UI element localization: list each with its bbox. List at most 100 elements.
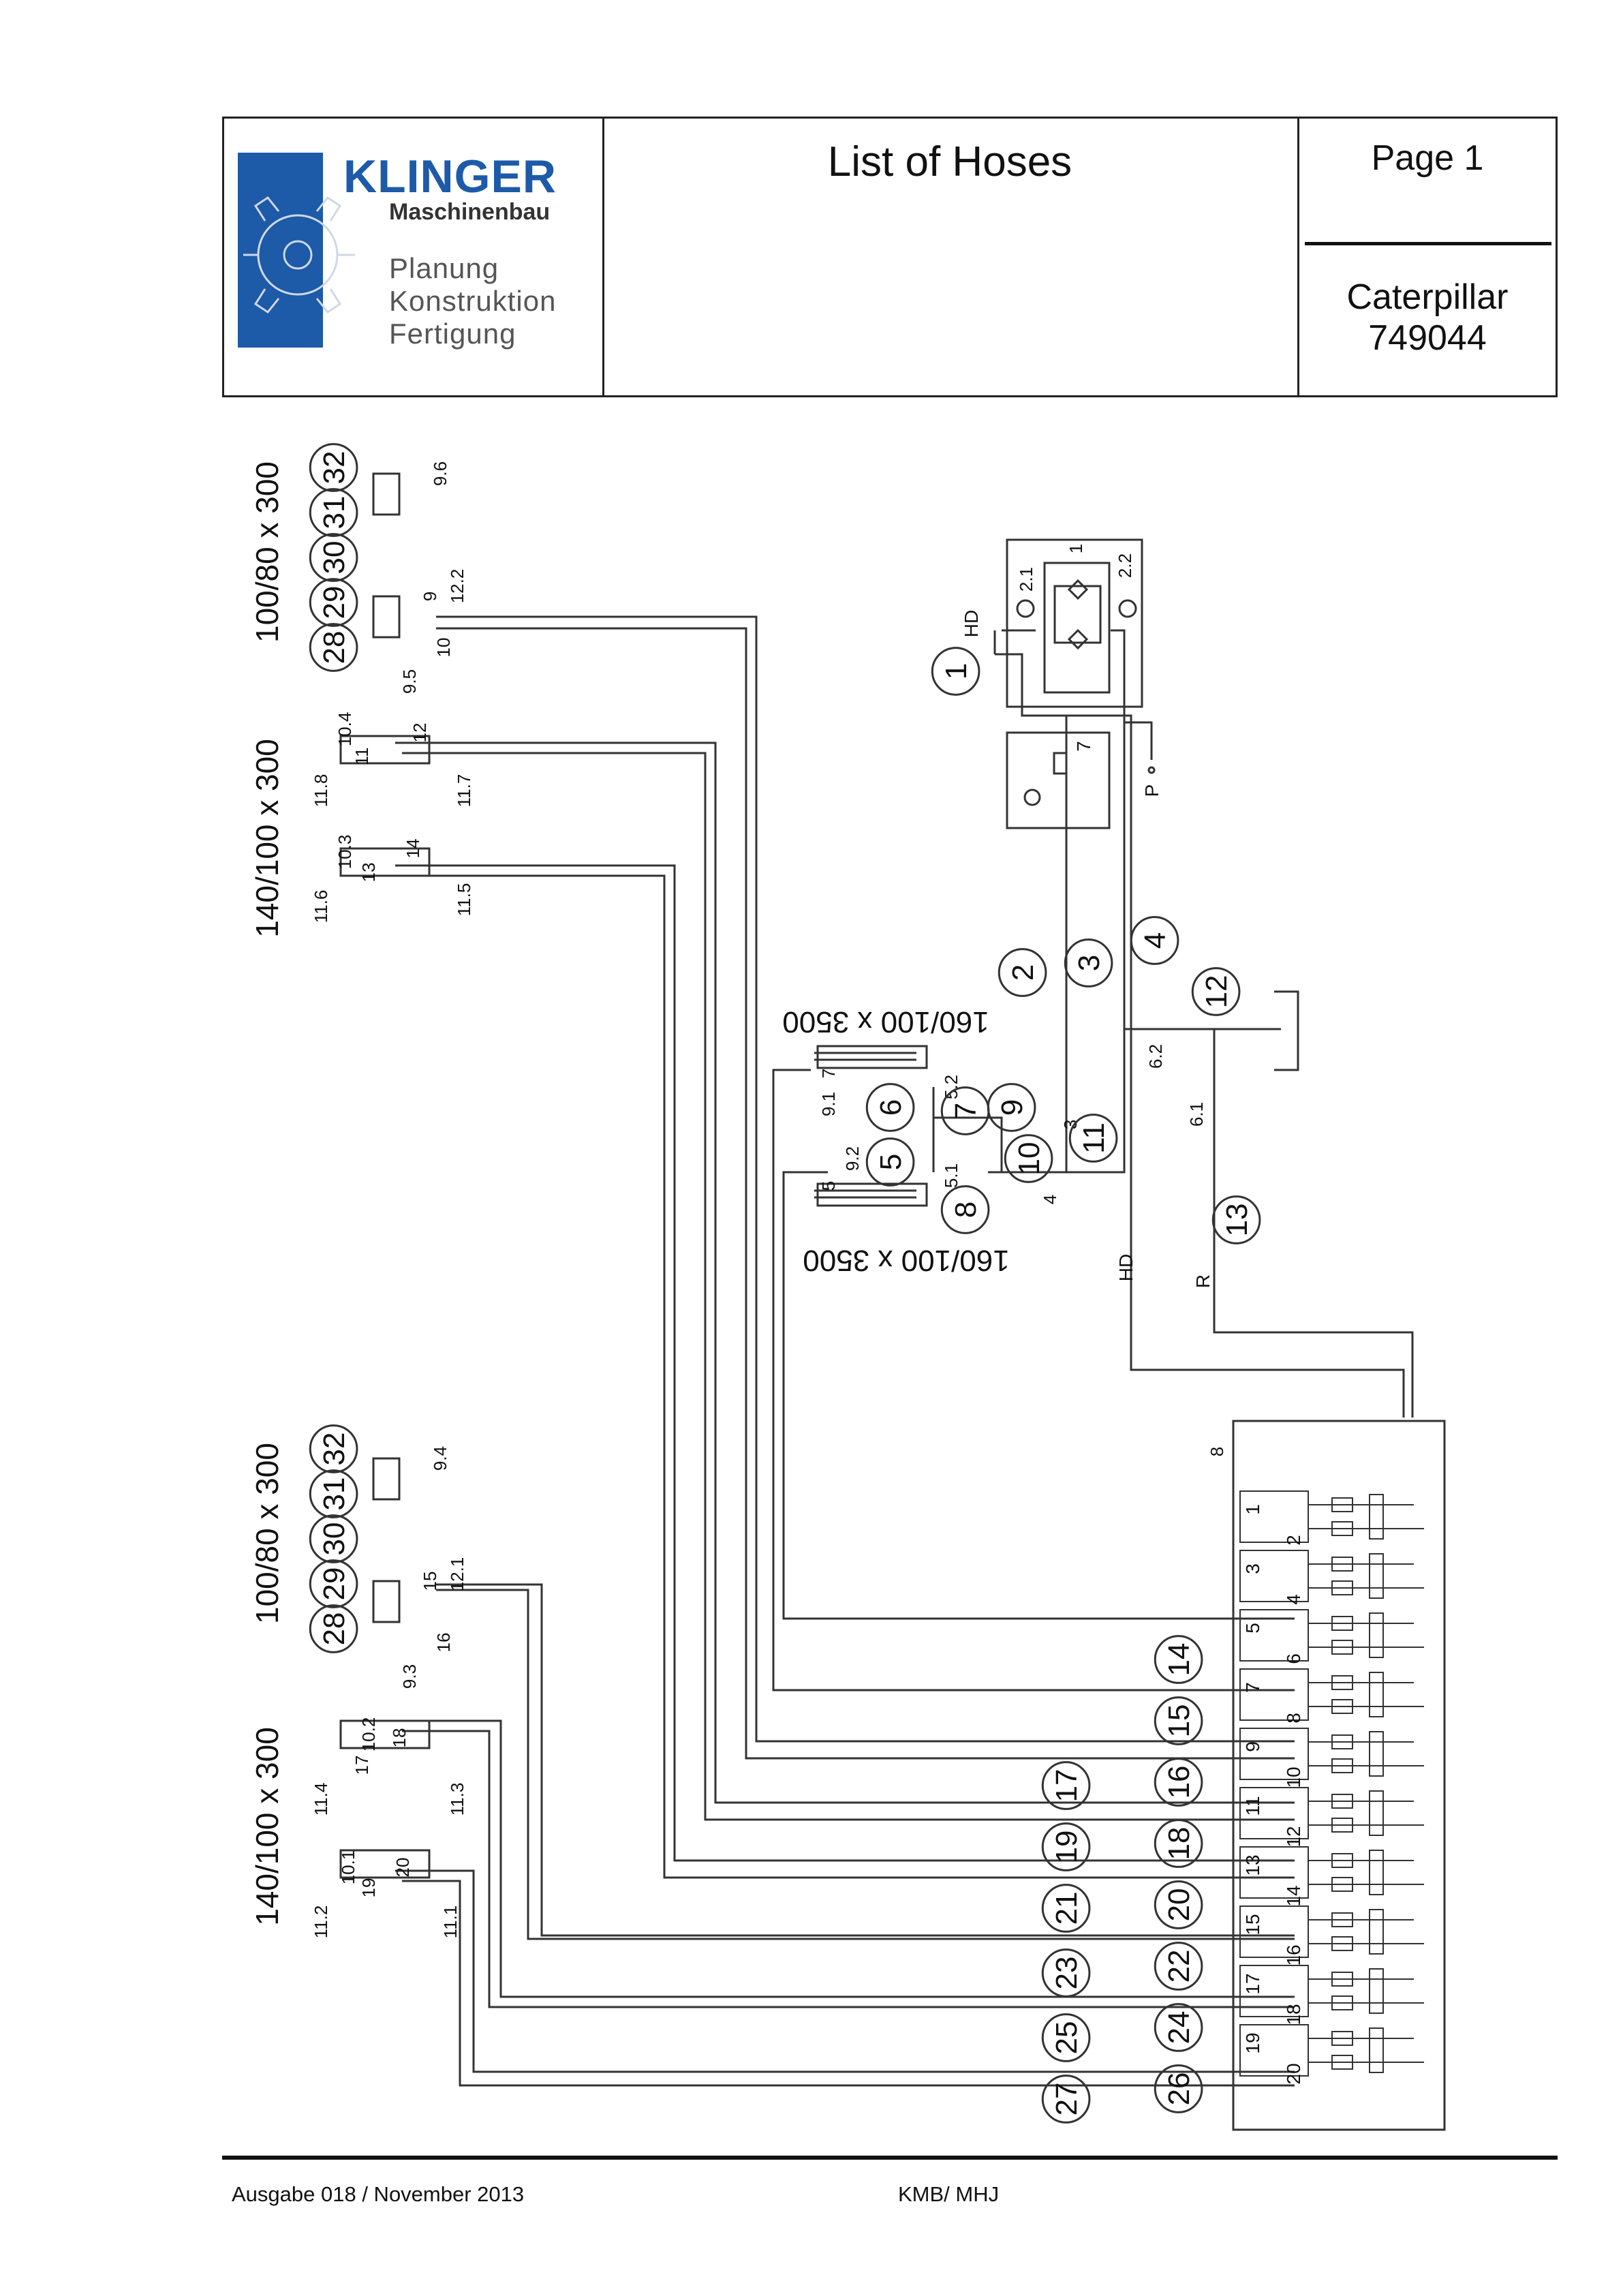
- block-port-label-text: 8: [1207, 1447, 1227, 1456]
- block-port-number-text: 13: [1242, 1854, 1263, 1876]
- block-port-number-text: 9: [1242, 1741, 1263, 1752]
- port-label-text: 16: [433, 1633, 454, 1653]
- hose-number: 8: [940, 1185, 990, 1234]
- port-label: 10.4: [335, 712, 355, 747]
- hose-number: 5: [865, 1137, 915, 1187]
- directional-valve: [1369, 1731, 1384, 1777]
- port-label: 10.2: [358, 1717, 379, 1752]
- author: KMB/ MHJ: [898, 2182, 1000, 2206]
- page-number: Page 1: [1371, 138, 1484, 178]
- hose-number: 24: [1154, 2003, 1203, 2052]
- footer-rule: [222, 2156, 1558, 2160]
- hose-number: 23: [1041, 1948, 1091, 1997]
- cylinder-size-label: 160/100 x 3500: [803, 1244, 1009, 1277]
- valve-connection: [1308, 1919, 1424, 1944]
- valve-connection: [1308, 1623, 1424, 1648]
- hose-number-circle: [309, 443, 358, 492]
- cylinder-size-label-text: 140/100 x 300: [249, 1727, 285, 1926]
- hose-number-circle: [309, 623, 358, 672]
- unit-label: 1: [1066, 544, 1086, 553]
- port-label: 9.6: [430, 461, 450, 486]
- hose-number-circle: [1041, 2013, 1091, 2062]
- port-label: 11.2: [311, 1905, 331, 1939]
- hose-number-circle: [987, 1083, 1036, 1132]
- hose-number-circle: [309, 1604, 358, 1653]
- valve-connection: [1308, 2038, 1424, 2063]
- hose-number: 25: [1041, 2013, 1091, 2062]
- port-label: 10: [433, 638, 454, 658]
- directional-valve: [1369, 2027, 1384, 2073]
- block-port-number: 20: [1283, 2063, 1304, 2084]
- hose-number-text: 12: [1200, 975, 1233, 1009]
- port-label-text: 18: [389, 1728, 409, 1748]
- block-port-number: 14: [1283, 1885, 1304, 1906]
- hose-number: 4: [1130, 916, 1179, 965]
- hose-number: 18: [1154, 1819, 1203, 1868]
- port-label: 11.1: [440, 1905, 461, 1939]
- hose-number-text: 14: [1162, 1643, 1196, 1677]
- hose-number: 30: [309, 533, 358, 582]
- hose-number: 12: [1191, 967, 1241, 1016]
- hose-number-circle: [1130, 916, 1179, 965]
- hose-number-text: 15: [1162, 1704, 1196, 1738]
- port-label: 11.5: [454, 883, 474, 917]
- logo-subtitle: Maschinenbau: [389, 199, 551, 225]
- hose-number-text: 29: [318, 586, 351, 619]
- hose-number-circle: [309, 1469, 358, 1518]
- hose-number-circle: [309, 578, 358, 627]
- port-label: 11.4: [311, 1783, 331, 1816]
- hose-number-text: 28: [318, 631, 351, 664]
- gauge-label-text: 2.2: [1115, 553, 1135, 578]
- unit-label-text: 7: [1073, 741, 1094, 752]
- hose-number-circle: [1041, 1822, 1091, 1871]
- valve-section: [1239, 1728, 1309, 1780]
- valve-sections: [1239, 1490, 1424, 2077]
- directional-valve: [1369, 1553, 1384, 1599]
- hose-number-text: 18: [1162, 1827, 1196, 1861]
- hose-number-text: 25: [1050, 2021, 1083, 2055]
- directional-valve: [1369, 1909, 1384, 1955]
- cylinders: [339, 472, 928, 1879]
- bracket: [1274, 990, 1299, 1071]
- order-number: 749044: [1368, 318, 1487, 358]
- hose-number-text: 30: [318, 1522, 351, 1556]
- block-port-number-text: 15: [1242, 1914, 1263, 1935]
- gauge-label: 2.2: [1115, 553, 1135, 578]
- port-label-text: 14: [403, 839, 423, 859]
- hose-number: 22: [1154, 1942, 1203, 1991]
- hose-number-circle: [309, 1514, 358, 1563]
- valve-connection: [1308, 1860, 1424, 1885]
- return-label-text: R: [1192, 1274, 1214, 1288]
- block-port-number-text: 11: [1242, 1796, 1263, 1816]
- hose-number-text: 30: [318, 541, 351, 575]
- hose-number: 32: [309, 1424, 358, 1473]
- port-label-text: 9.3: [399, 1664, 420, 1689]
- block-port-number: 2: [1283, 1535, 1304, 1546]
- valve-connection: [1308, 1563, 1424, 1589]
- port-label-text: 19: [358, 1878, 379, 1898]
- hose-number: 26: [1154, 2064, 1203, 2113]
- port-label-text: 13: [358, 863, 379, 883]
- port-label-text: 10.4: [335, 712, 355, 747]
- port-p-label-text: P: [1141, 784, 1162, 797]
- port-label: 5.1: [941, 1163, 961, 1188]
- port-label-text: 10.1: [338, 1850, 358, 1885]
- hose-number-text: 32: [318, 1433, 351, 1466]
- block-port-number: 17: [1242, 1973, 1263, 1994]
- hose-number: 3: [1064, 938, 1113, 988]
- block-port-number: 15: [1242, 1914, 1263, 1935]
- port-label-text: 9.2: [842, 1146, 863, 1171]
- unit-label-text: 1: [1066, 544, 1086, 553]
- hose-number: 21: [1041, 1884, 1091, 1933]
- valve-connection: [1308, 1504, 1424, 1529]
- port-label: 9.5: [399, 669, 420, 694]
- port-label-text: 11.5: [454, 883, 474, 917]
- hose-number-text: 7: [949, 1103, 983, 1119]
- block-port-number-text: 16: [1283, 1944, 1304, 1965]
- port-label-text: 9.1: [818, 1092, 839, 1116]
- port-label-text: 10: [433, 638, 454, 658]
- hose-number-circle: [1041, 1884, 1091, 1933]
- port-label: 12.1: [447, 1557, 467, 1592]
- hose-number-circle: [865, 1083, 915, 1132]
- block-port-number-text: 18: [1283, 2004, 1304, 2025]
